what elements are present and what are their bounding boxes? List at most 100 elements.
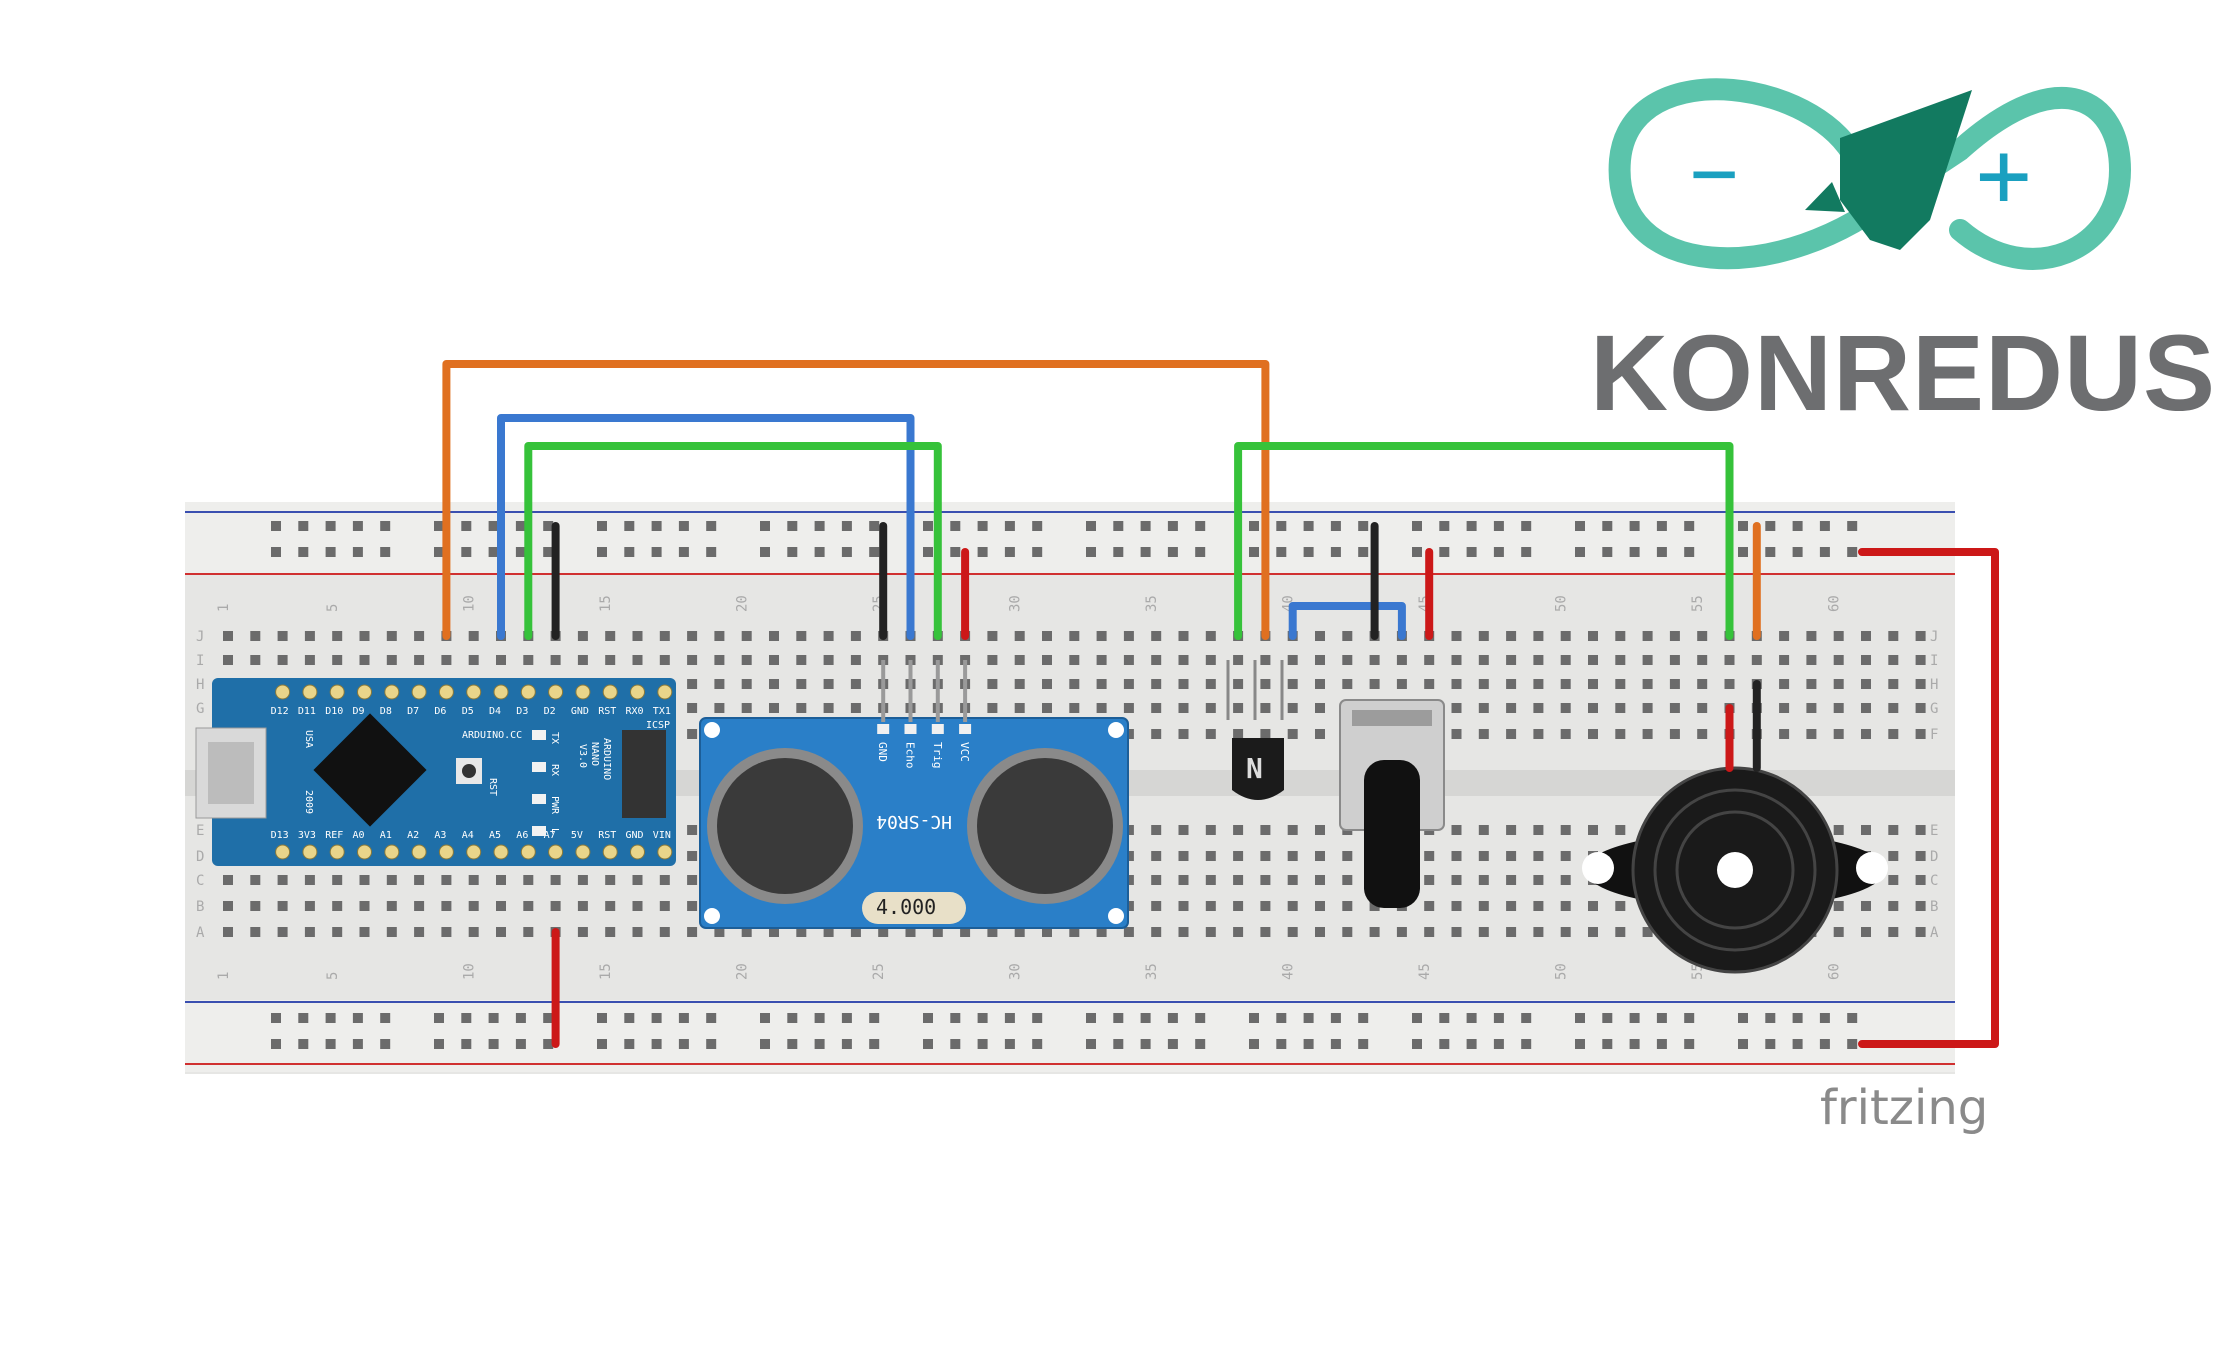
breadboard-hole bbox=[1751, 655, 1762, 665]
rail-hole bbox=[651, 521, 662, 531]
breadboard-hole bbox=[359, 631, 370, 641]
breadboard-hole bbox=[1642, 703, 1653, 713]
breadboard-hole bbox=[1178, 655, 1189, 665]
breadboard-hole bbox=[1478, 729, 1489, 739]
arduino-top-pin bbox=[411, 684, 427, 700]
row-letter-left: C bbox=[196, 873, 204, 889]
arduino-bottom-pin bbox=[329, 844, 345, 860]
column-number-top: 1 bbox=[216, 604, 232, 612]
breadboard-hole bbox=[1588, 679, 1598, 689]
rail-hole bbox=[1412, 1013, 1422, 1023]
breadboard-hole bbox=[1315, 729, 1325, 739]
breadboard-hole bbox=[632, 631, 643, 641]
breadboard-hole bbox=[1042, 703, 1052, 713]
arduino-bottom-pin bbox=[275, 844, 291, 860]
rail-hole bbox=[352, 1039, 363, 1049]
breadboard-hole bbox=[414, 901, 425, 911]
breadboard-hole bbox=[550, 875, 561, 885]
breadboard-hole bbox=[605, 927, 616, 937]
breadboard-hole bbox=[496, 901, 506, 911]
arduino-bottom-pin-label: 3V3 bbox=[298, 830, 316, 841]
arduino-bottom-pin-label: A7 bbox=[544, 830, 556, 841]
rail-hole bbox=[977, 1039, 988, 1049]
breadboard-hole bbox=[659, 655, 670, 665]
breadboard-hole bbox=[1533, 655, 1544, 665]
rail-hole bbox=[298, 521, 309, 531]
sensor-pin-label: Trig bbox=[931, 742, 944, 769]
breadboard-hole bbox=[1915, 901, 1926, 911]
sensor-pin-pad bbox=[959, 724, 972, 734]
arduino-top-pin-label: TX1 bbox=[653, 706, 671, 717]
breadboard-hole bbox=[1178, 729, 1189, 739]
row-letter-right: I bbox=[1930, 653, 1938, 669]
rail-hole bbox=[706, 1039, 717, 1049]
breadboard-hole bbox=[1287, 875, 1298, 885]
rail-hole bbox=[950, 1039, 961, 1049]
breadboard-hole bbox=[1014, 631, 1025, 641]
breadboard-holes bbox=[223, 521, 1926, 1049]
breadboard-hole bbox=[1861, 825, 1871, 835]
arduino-bottom-pin-label: RST bbox=[598, 830, 616, 841]
breadboard-hole bbox=[1315, 655, 1325, 665]
arduino-top-pin bbox=[357, 684, 372, 700]
breadboard-hole bbox=[277, 631, 288, 641]
breadboard-hole bbox=[359, 901, 370, 911]
rail-hole bbox=[1195, 1039, 1206, 1049]
breadboard-hole bbox=[332, 655, 343, 665]
breadboard-hole bbox=[1478, 875, 1489, 885]
arduino-top-pin-label: D10 bbox=[325, 706, 343, 717]
breadboard-hole bbox=[304, 927, 315, 937]
breadboard-hole bbox=[1588, 901, 1598, 911]
breadboard-hole bbox=[1861, 679, 1871, 689]
rail-hole bbox=[1819, 521, 1830, 531]
breadboard-hole bbox=[1315, 927, 1325, 937]
rail-hole bbox=[1086, 521, 1096, 531]
rail-hole bbox=[597, 1013, 607, 1023]
breadboard-hole bbox=[1560, 655, 1571, 665]
rail-hole bbox=[1276, 1039, 1287, 1049]
rail-hole bbox=[624, 521, 635, 531]
breadboard-hole bbox=[1096, 703, 1107, 713]
row-letter-left: B bbox=[196, 899, 204, 915]
breadboard-hole bbox=[304, 901, 315, 911]
breadboard-hole bbox=[1478, 825, 1489, 835]
rail-hole bbox=[1358, 1039, 1369, 1049]
breadboard-hole bbox=[277, 655, 288, 665]
breadboard-hole bbox=[714, 631, 725, 641]
rail-hole bbox=[1113, 547, 1124, 557]
rail-hole bbox=[678, 547, 689, 557]
breadboard-hole bbox=[1205, 851, 1216, 861]
breadboard-hole bbox=[605, 875, 616, 885]
row-letter-left: A bbox=[196, 925, 205, 941]
rail-hole bbox=[1738, 1013, 1748, 1023]
breadboard-hole bbox=[1205, 631, 1216, 641]
breadboard-hole bbox=[1287, 851, 1298, 861]
breadboard-hole bbox=[1315, 901, 1325, 911]
breadboard-hole bbox=[1424, 851, 1435, 861]
breadboard-hole bbox=[1915, 729, 1926, 739]
breadboard-hole bbox=[1233, 679, 1244, 689]
breadboard-hole bbox=[1178, 901, 1189, 911]
arduino-led bbox=[532, 730, 546, 740]
breadboard-hole bbox=[878, 927, 889, 937]
breadboard-hole bbox=[1915, 875, 1926, 885]
breadboard-hole bbox=[1451, 875, 1462, 885]
breadboard-hole bbox=[1123, 703, 1134, 713]
breadboard-hole bbox=[1779, 631, 1790, 641]
arduino-top-pin-label: D11 bbox=[298, 706, 316, 717]
rail-hole bbox=[651, 1013, 662, 1023]
rail-hole bbox=[923, 547, 933, 557]
breadboard-hole bbox=[1315, 851, 1325, 861]
breadboard-hole bbox=[769, 927, 779, 937]
breadboard-hole bbox=[1178, 825, 1189, 835]
breadboard-hole bbox=[714, 679, 725, 689]
rail-hole bbox=[543, 521, 554, 531]
breadboard-hole bbox=[850, 679, 861, 689]
breadboard-hole bbox=[577, 875, 588, 885]
rail-hole bbox=[1167, 1013, 1178, 1023]
breadboard-hole bbox=[414, 631, 425, 641]
rail-hole bbox=[352, 547, 363, 557]
breadboard-hole bbox=[332, 927, 343, 937]
breadboard-hole bbox=[1233, 927, 1244, 937]
